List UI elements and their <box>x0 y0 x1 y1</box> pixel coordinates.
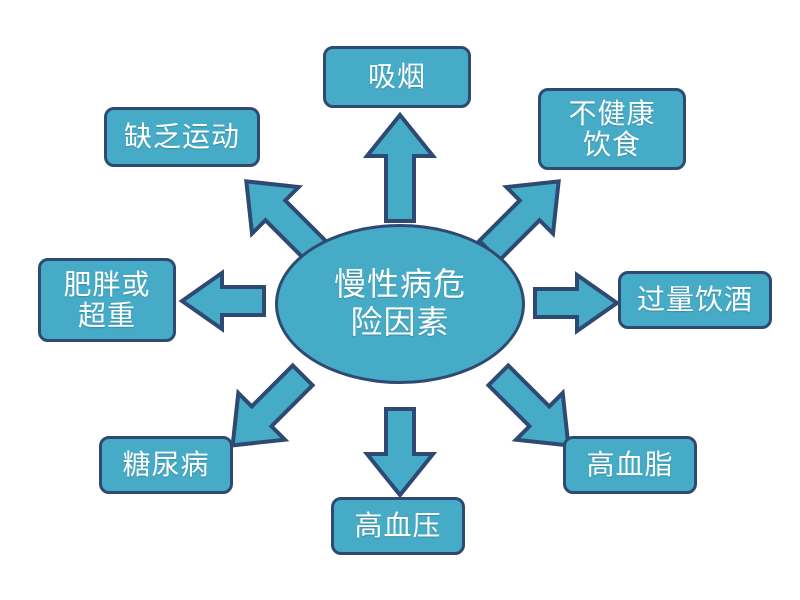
node-high-lipids[interactable]: 高血脂 <box>563 436 697 494</box>
node-hypertension[interactable]: 高血压 <box>331 497 465 555</box>
node-smoking-label: 吸烟 <box>367 61 426 93</box>
arrow-right-icon <box>532 271 621 335</box>
arrow-down-right-icon <box>479 356 587 464</box>
arrow-down-left-icon <box>214 356 322 464</box>
node-obesity-overweight-label: 肥胖或 超重 <box>63 268 151 331</box>
node-heavy-drinking[interactable]: 过量饮酒 <box>618 271 772 329</box>
arrow-left-icon <box>178 268 267 334</box>
node-heavy-drinking-label: 过量饮酒 <box>636 284 753 316</box>
arrow-down-icon <box>362 406 438 499</box>
arrow-up-icon <box>362 111 438 224</box>
center-hub-chronic-disease-risk-factors[interactable]: 慢性病危 险因素 <box>275 224 525 384</box>
node-high-lipids-label: 高血脂 <box>586 449 674 481</box>
node-lack-of-exercise[interactable]: 缺乏运动 <box>104 107 260 167</box>
node-diabetes[interactable]: 糖尿病 <box>99 436 233 494</box>
node-smoking[interactable]: 吸烟 <box>323 46 471 108</box>
node-hypertension-label: 高血压 <box>354 510 442 542</box>
node-unhealthy-diet-label: 不健康 饮食 <box>568 97 656 160</box>
node-diabetes-label: 糖尿病 <box>122 449 210 481</box>
node-unhealthy-diet[interactable]: 不健康 饮食 <box>538 88 686 170</box>
node-obesity-overweight[interactable]: 肥胖或 超重 <box>38 258 176 342</box>
center-hub-label: 慢性病危 险因素 <box>333 266 466 340</box>
node-lack-of-exercise-label: 缺乏运动 <box>123 121 240 153</box>
